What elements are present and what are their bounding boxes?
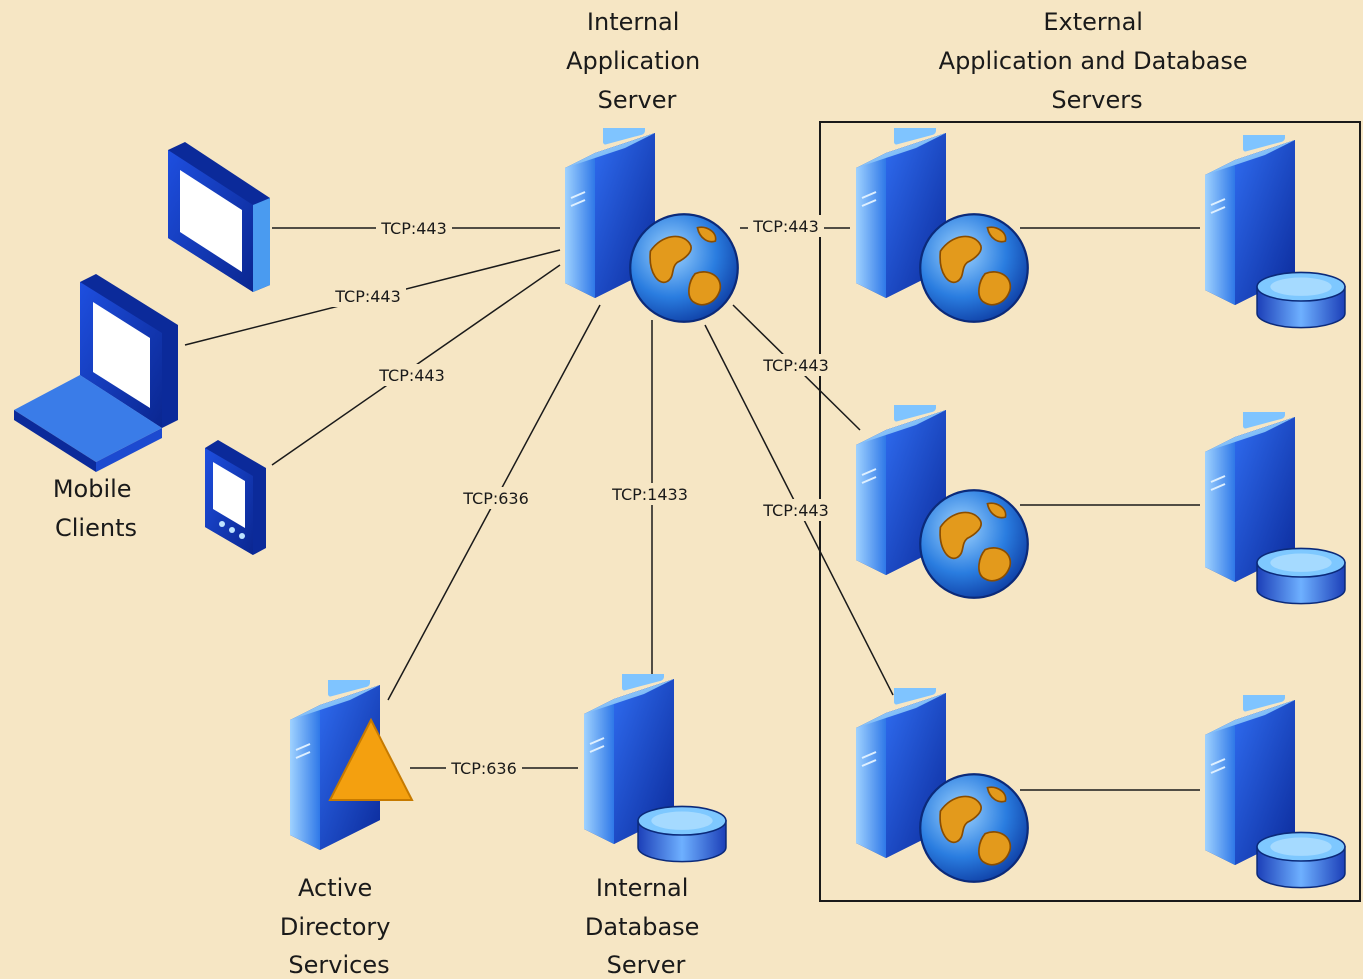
external-servers-label: External Application and Database Server… (939, 8, 1256, 114)
internal-db-server (583, 674, 727, 863)
edge-label-ext1: TCP:443 (752, 217, 819, 236)
mobile-clients-label: Mobile Clients (53, 475, 139, 542)
globe-icon (629, 213, 739, 323)
globe-icon (919, 773, 1029, 883)
warning-triangle-icon (328, 717, 414, 801)
active-directory-server (289, 680, 414, 851)
internal-app-server (564, 128, 739, 323)
external-app-servers (855, 128, 1029, 883)
laptop-icon (14, 274, 178, 472)
edge-label-ad-db: TCP:636 (450, 759, 517, 778)
internal-app-server-label: Internal Application Server (566, 8, 708, 114)
edge-label-tablet: TCP:443 (380, 219, 447, 238)
active-directory-label: Active Directory Services (280, 874, 398, 979)
edge-label-ext3: TCP:443 (762, 501, 829, 520)
node-labels: Internal Application Server External App… (53, 8, 1256, 979)
mobile-clients (14, 142, 270, 555)
pda-icon (205, 440, 266, 555)
edge-label-laptop: TCP:443 (334, 287, 401, 306)
edge-label-ad: TCP:636 (462, 489, 529, 508)
globe-icon (919, 213, 1029, 323)
database-icon (637, 805, 727, 863)
edge-label-db: TCP:1433 (611, 485, 688, 504)
connections (184, 227, 1200, 791)
tablet-icon (168, 142, 270, 292)
database-icon (1256, 547, 1346, 605)
edge-label-pda: TCP:443 (378, 366, 445, 385)
database-icon (1256, 831, 1346, 889)
database-icon (1256, 271, 1346, 329)
external-db-servers (1204, 135, 1346, 889)
internal-db-server-label: Internal Database Server (585, 874, 707, 979)
edge-label-ext2: TCP:443 (762, 356, 829, 375)
edge-labels: TCP:443 TCP:443 TCP:443 TCP:443 TCP:443 … (330, 215, 834, 779)
globe-icon (919, 489, 1029, 599)
